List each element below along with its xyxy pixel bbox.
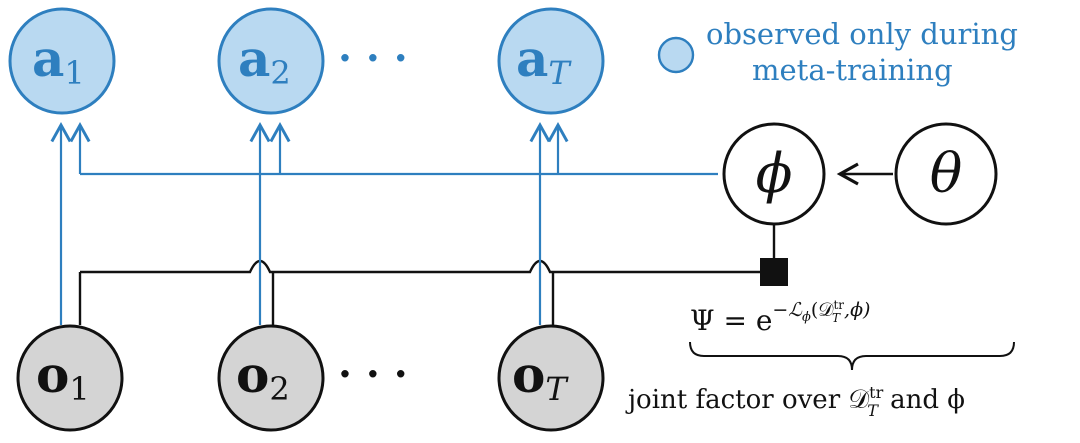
legend-line2: meta-training <box>752 53 953 87</box>
node-phi-symbol: ϕ <box>756 142 793 205</box>
factor-D-sub: T <box>832 311 841 325</box>
factor-square <box>760 258 788 286</box>
blue-edges <box>50 121 718 325</box>
node-a1-sub: 1 <box>64 54 84 92</box>
node-a1-symbol: a <box>32 29 64 88</box>
legend-observed-swatch <box>657 36 695 74</box>
node-aT: aT <box>497 7 605 115</box>
node-o2: o2 <box>217 324 325 432</box>
caption-D-sub: T <box>867 401 879 420</box>
node-oT-sub: T <box>545 370 569 408</box>
factor-exponent: −ℒ <box>772 299 803 321</box>
node-o1-sub: 1 <box>69 370 89 408</box>
svg-text:o1: o1 <box>36 345 90 408</box>
wire-horizontal <box>80 259 770 274</box>
node-theta-symbol: θ <box>930 142 963 205</box>
legend-line1: observed only during <box>706 17 1018 51</box>
factor-exponent-sub: ϕ <box>802 310 811 325</box>
node-oT-symbol: o <box>512 345 545 404</box>
caption-D-sup: tr <box>869 383 883 402</box>
node-o2-sub: 2 <box>269 370 289 408</box>
node-a1-circle <box>8 7 116 115</box>
node-a2-symbol: a <box>238 29 270 88</box>
caption-prefix: joint factor over <box>625 385 848 415</box>
node-a1: a1 <box>8 7 116 115</box>
svg-text:a2: a2 <box>238 29 291 92</box>
factor-underbrace <box>689 341 1015 371</box>
node-aT-circle <box>497 7 605 115</box>
ellipsis-bottom: · · · <box>338 351 408 398</box>
node-phi-circle <box>722 122 826 226</box>
node-o1: o1 <box>16 324 124 432</box>
node-oT-circle <box>497 324 605 432</box>
factor-wires <box>78 225 776 325</box>
legend: observed only during meta-training <box>657 17 1018 87</box>
node-o2-circle <box>217 324 325 432</box>
node-theta: θ <box>894 122 998 226</box>
node-oT: oT <box>497 324 605 432</box>
factor-D-sup: tr <box>833 298 844 312</box>
factor-psi: Ψ = e <box>690 304 772 337</box>
svg-text:a1: a1 <box>32 29 85 92</box>
ellipsis-top: · · · <box>338 35 408 82</box>
caption-suffix: and ϕ <box>882 385 965 415</box>
factor-D: 𝒟 <box>818 299 834 321</box>
node-phi: ϕ <box>722 122 826 226</box>
node-aT-sub: T <box>548 54 572 92</box>
svg-text:o2: o2 <box>236 345 290 408</box>
node-theta-circle <box>894 122 998 226</box>
node-a2: a2 <box>217 7 325 115</box>
node-aT-symbol: a <box>516 29 548 88</box>
caption-D: 𝒟 <box>848 385 869 415</box>
factor-args-open: ( <box>811 299 818 321</box>
svg-text:aT: aT <box>516 29 572 92</box>
node-a2-sub: 2 <box>270 54 290 92</box>
node-o1-symbol: o <box>36 345 69 404</box>
node-o2-symbol: o <box>236 345 269 404</box>
node-a2-circle <box>217 7 325 115</box>
factor-args-close: ,ϕ) <box>844 299 870 321</box>
node-o1-circle <box>16 324 124 432</box>
svg-text:oT: oT <box>512 345 569 408</box>
